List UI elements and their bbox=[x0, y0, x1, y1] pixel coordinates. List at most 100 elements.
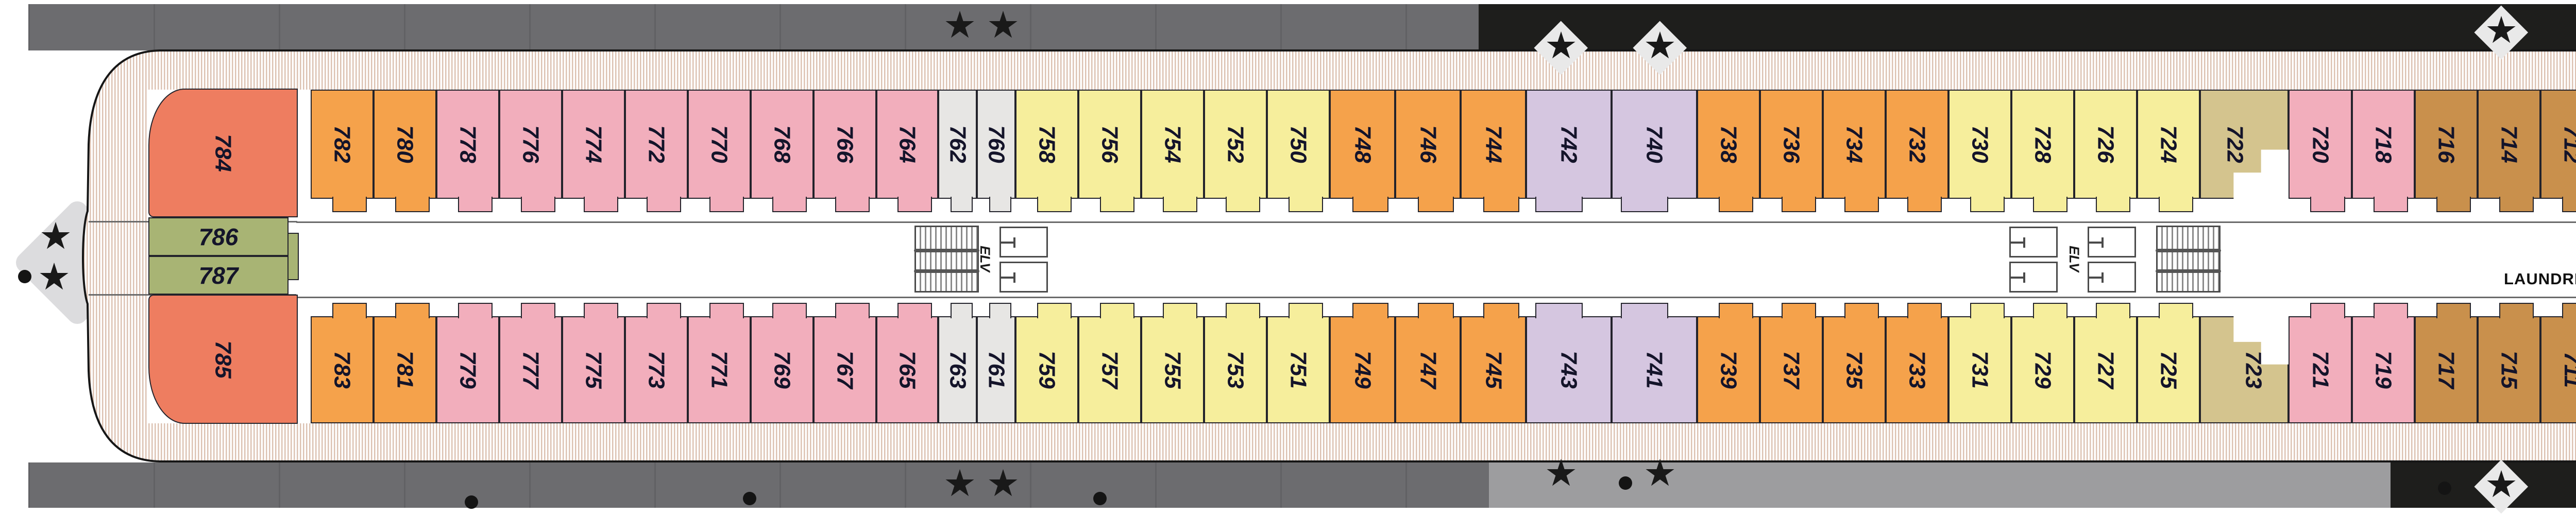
cabin-775[interactable]: 775 bbox=[562, 303, 625, 423]
cabin-730[interactable]: 730 bbox=[1948, 90, 2011, 212]
cabin-number: 757 bbox=[1097, 351, 1123, 389]
cabin-743[interactable]: 743 bbox=[1526, 303, 1612, 423]
cabin-729[interactable]: 729 bbox=[2011, 303, 2074, 423]
cabin-number: 776 bbox=[518, 125, 544, 163]
cabin-number: 754 bbox=[1160, 125, 1185, 163]
cabin-715[interactable]: 715 bbox=[2478, 303, 2540, 423]
cabin-number: 712 bbox=[2559, 125, 2576, 163]
cabin-766[interactable]: 766 bbox=[814, 90, 876, 212]
cabin-720[interactable]: 720 bbox=[2289, 90, 2352, 212]
cabin-number: 745 bbox=[1481, 351, 1506, 389]
star-icon: ★ bbox=[1643, 451, 1677, 494]
cabin-764[interactable]: 764 bbox=[876, 90, 938, 212]
cabin-718[interactable]: 718 bbox=[2352, 90, 2415, 212]
cabin-734[interactable]: 734 bbox=[1823, 90, 1886, 212]
cabin-782[interactable]: 782 bbox=[311, 90, 374, 212]
cabin-747[interactable]: 747 bbox=[1395, 303, 1461, 423]
dot-icon bbox=[18, 270, 31, 283]
elevator-icon bbox=[2009, 262, 2058, 293]
cabin-737[interactable]: 737 bbox=[1760, 303, 1823, 423]
cabin-757[interactable]: 757 bbox=[1078, 303, 1141, 423]
cabin-773[interactable]: 773 bbox=[625, 303, 688, 423]
cabin-732[interactable]: 732 bbox=[1886, 90, 1948, 212]
cabin-716[interactable]: 716 bbox=[2415, 90, 2478, 212]
cabin-number: 781 bbox=[392, 351, 418, 389]
cabin-749[interactable]: 749 bbox=[1330, 303, 1395, 423]
cabin-738[interactable]: 738 bbox=[1697, 90, 1760, 212]
cabin-number: 758 bbox=[1034, 125, 1060, 163]
cabin-760[interactable]: 760 bbox=[977, 90, 1015, 212]
star-icon: ★ bbox=[2484, 462, 2518, 506]
cabin-726[interactable]: 726 bbox=[2074, 90, 2137, 212]
cabin-741[interactable]: 741 bbox=[1612, 303, 1697, 423]
cabin-742[interactable]: 742 bbox=[1526, 90, 1612, 212]
cabin-758[interactable]: 758 bbox=[1015, 90, 1078, 212]
cabin-744[interactable]: 744 bbox=[1461, 90, 1526, 212]
cabin-number: 769 bbox=[769, 351, 795, 389]
cabin-number: 733 bbox=[1904, 351, 1930, 389]
cabin-780[interactable]: 780 bbox=[374, 90, 436, 212]
cabin-number: 724 bbox=[2156, 125, 2181, 163]
cabin-779[interactable]: 779 bbox=[436, 303, 499, 423]
cabin-711[interactable]: 711 bbox=[2540, 303, 2576, 423]
cabin-736[interactable]: 736 bbox=[1760, 90, 1823, 212]
cabin-769[interactable]: 769 bbox=[751, 303, 814, 423]
cabin-740[interactable]: 740 bbox=[1612, 90, 1697, 212]
cabin-724[interactable]: 724 bbox=[2137, 90, 2200, 212]
cabin-739[interactable]: 739 bbox=[1697, 303, 1760, 423]
cabin-777[interactable]: 777 bbox=[499, 303, 562, 423]
cabin-762[interactable]: 762 bbox=[938, 90, 977, 212]
cabin-778[interactable]: 778 bbox=[436, 90, 499, 212]
cabin-746[interactable]: 746 bbox=[1395, 90, 1461, 212]
cabin-751[interactable]: 751 bbox=[1267, 303, 1330, 423]
cabin-771[interactable]: 771 bbox=[688, 303, 751, 423]
cabin-number: 768 bbox=[769, 125, 795, 163]
cabin-772[interactable]: 772 bbox=[625, 90, 688, 212]
cabin-786[interactable]: 786 bbox=[148, 217, 289, 256]
cabin-748[interactable]: 748 bbox=[1330, 90, 1395, 212]
cabin-768[interactable]: 768 bbox=[751, 90, 814, 212]
cabin-774[interactable]: 774 bbox=[562, 90, 625, 212]
star-icon: ★ bbox=[1643, 24, 1677, 67]
cabin-731[interactable]: 731 bbox=[1948, 303, 2011, 423]
cabin-714[interactable]: 714 bbox=[2478, 90, 2540, 212]
cabin-750[interactable]: 750 bbox=[1267, 90, 1330, 212]
cabin-717[interactable]: 717 bbox=[2415, 303, 2478, 423]
cabin-761[interactable]: 761 bbox=[977, 303, 1015, 423]
corridor[interactable] bbox=[296, 221, 2576, 298]
cabin-776[interactable]: 776 bbox=[499, 90, 562, 212]
cabin-745[interactable]: 745 bbox=[1461, 303, 1526, 423]
cabin-765[interactable]: 765 bbox=[876, 303, 938, 423]
cabin-727[interactable]: 727 bbox=[2074, 303, 2137, 423]
cabin-number: 761 bbox=[984, 351, 1009, 389]
star-icon: ★ bbox=[2484, 8, 2518, 52]
cabin-755[interactable]: 755 bbox=[1141, 303, 1204, 423]
cabin-754[interactable]: 754 bbox=[1141, 90, 1204, 212]
cabin-735[interactable]: 735 bbox=[1823, 303, 1886, 423]
cabin-781[interactable]: 781 bbox=[374, 303, 436, 423]
cabin-733[interactable]: 733 bbox=[1886, 303, 1948, 423]
cabin-719[interactable]: 719 bbox=[2352, 303, 2415, 423]
cabin-756[interactable]: 756 bbox=[1078, 90, 1141, 212]
cabin-712[interactable]: 712 bbox=[2540, 90, 2576, 212]
cabin-787[interactable]: 787 bbox=[148, 256, 289, 295]
cabin-number: 756 bbox=[1097, 125, 1123, 163]
cabin-721[interactable]: 721 bbox=[2289, 303, 2352, 423]
cabin-763[interactable]: 763 bbox=[938, 303, 977, 423]
cabin-725[interactable]: 725 bbox=[2137, 303, 2200, 423]
dot-icon bbox=[2438, 482, 2451, 495]
cabin-770[interactable]: 770 bbox=[688, 90, 751, 212]
star-icon: ★ bbox=[943, 3, 977, 46]
cabin-759[interactable]: 759 bbox=[1015, 303, 1078, 423]
cabin-785[interactable]: 785 bbox=[148, 295, 298, 424]
cabin-783[interactable]: 783 bbox=[311, 303, 374, 423]
cabin-number: 755 bbox=[1160, 351, 1185, 389]
cabin-728[interactable]: 728 bbox=[2011, 90, 2074, 212]
cabin-767[interactable]: 767 bbox=[814, 303, 876, 423]
cabin-784[interactable]: 784 bbox=[148, 89, 298, 217]
star-icon: ★ bbox=[986, 3, 1020, 46]
cabin-753[interactable]: 753 bbox=[1204, 303, 1267, 423]
cabin-752[interactable]: 752 bbox=[1204, 90, 1267, 212]
cabin-number: 731 bbox=[1967, 351, 1993, 389]
star-icon: ★ bbox=[1544, 24, 1578, 67]
